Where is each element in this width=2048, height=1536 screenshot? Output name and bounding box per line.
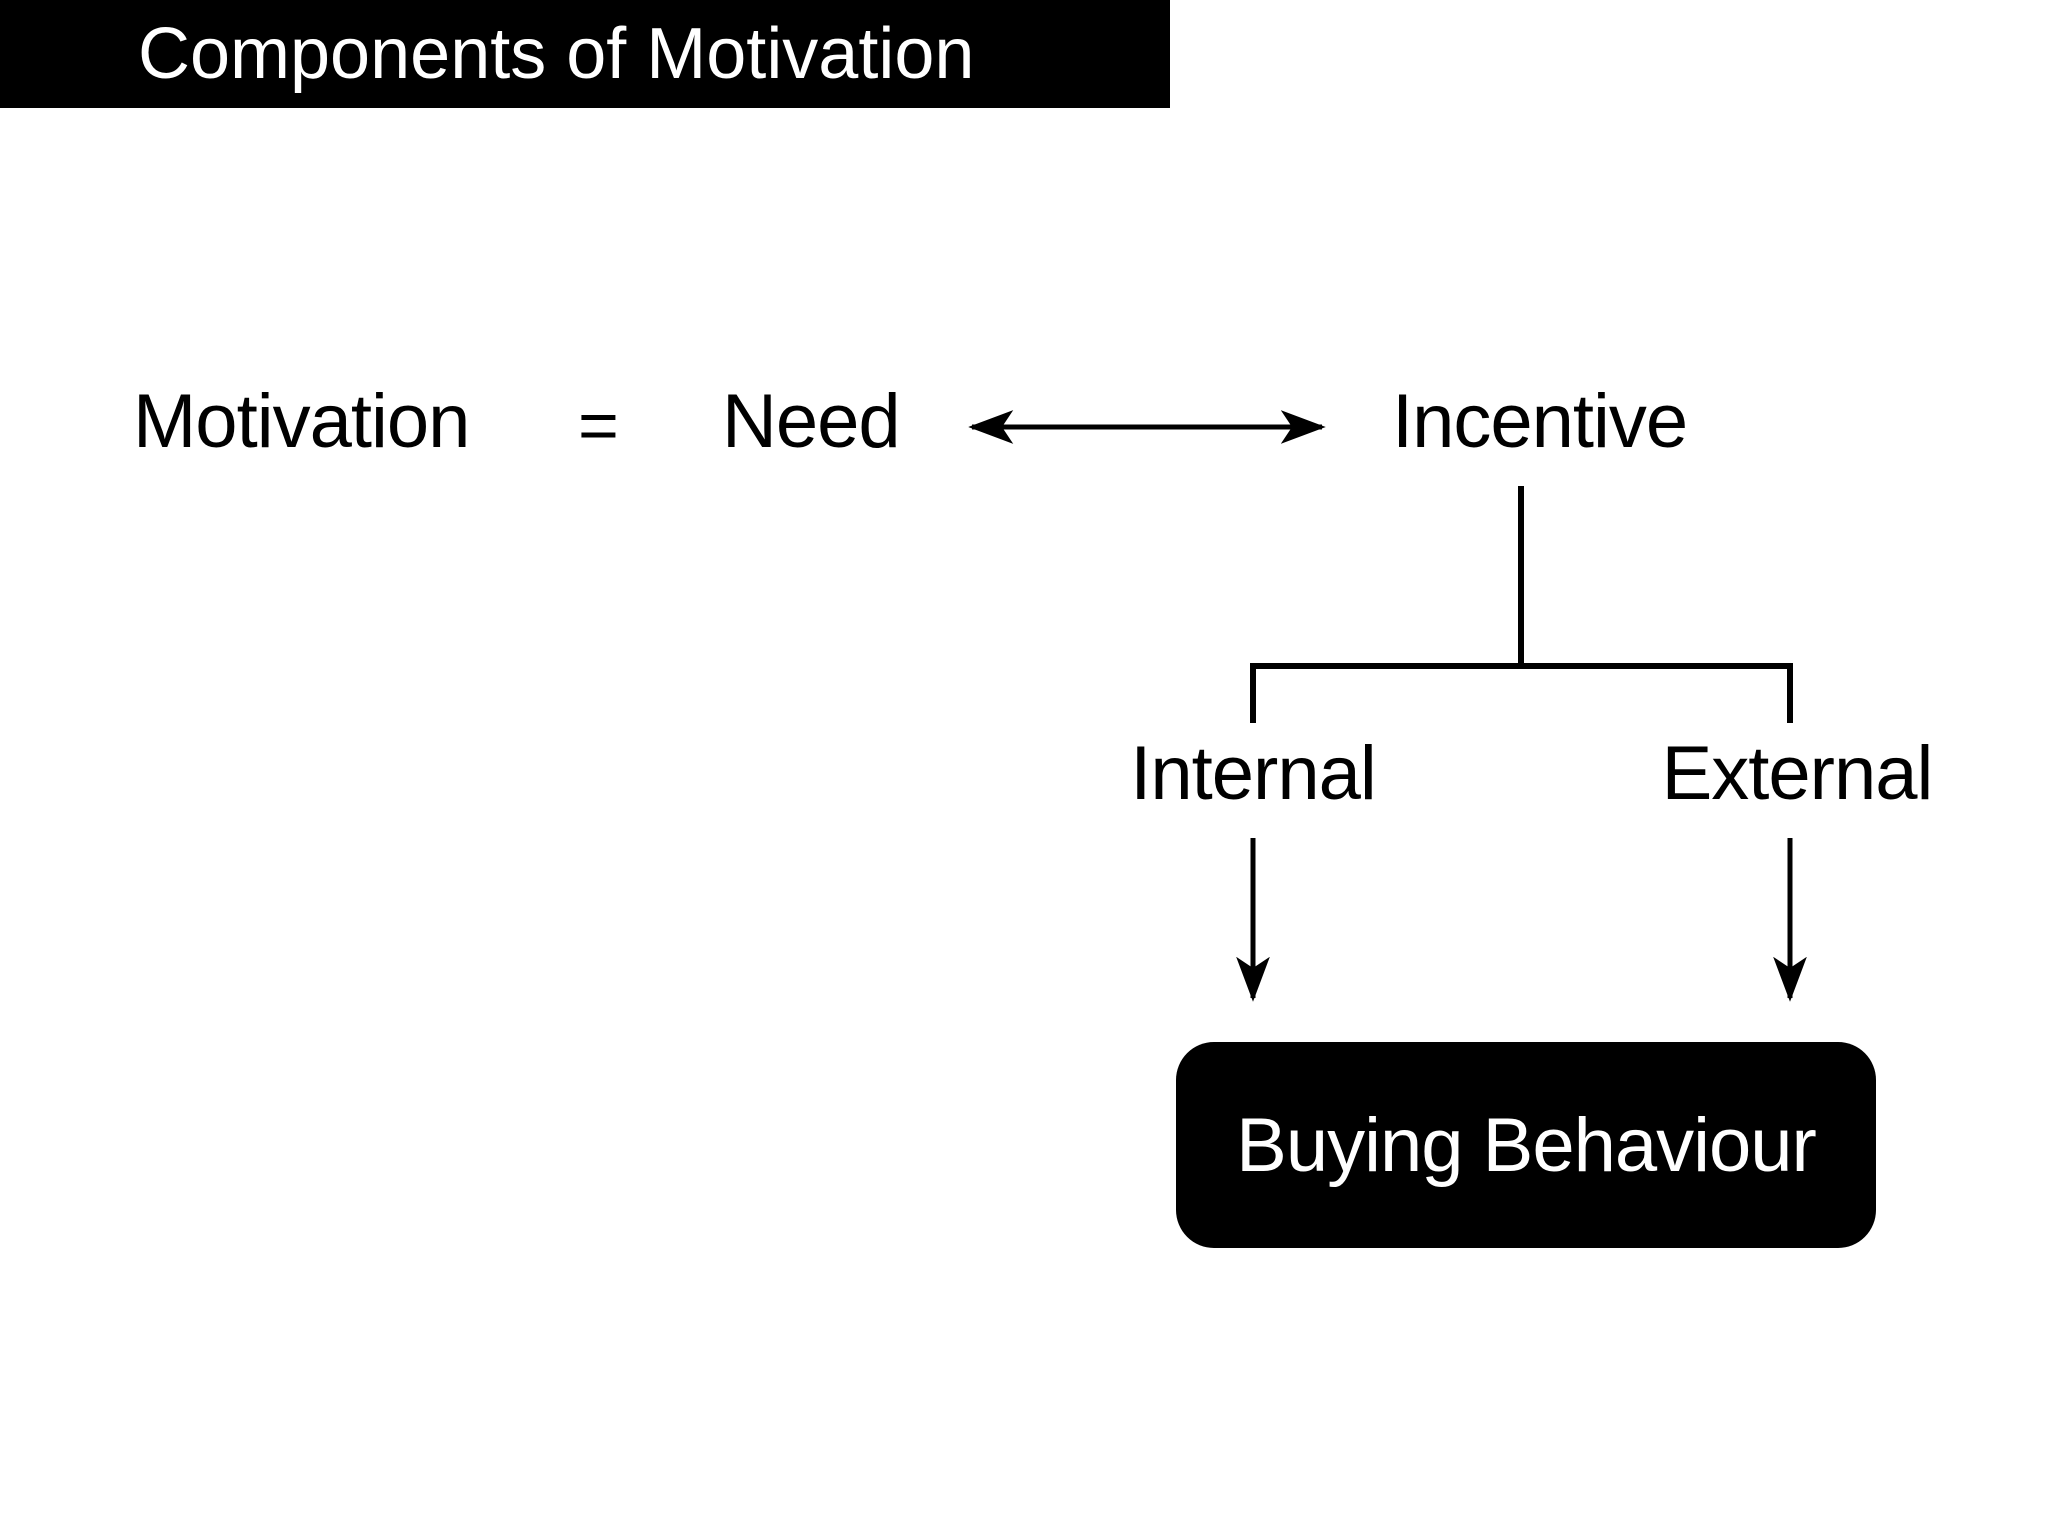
label-internal: Internal [1130, 731, 1376, 816]
equals-sign: = [578, 386, 619, 464]
branch-bracket [1250, 663, 1793, 723]
title-banner: Components of Motivation [0, 0, 1170, 108]
label-incentive: Incentive [1392, 379, 1688, 464]
label-external: External [1661, 731, 1934, 816]
page-title: Components of Motivation [138, 14, 975, 94]
buying-behaviour-label: Buying Behaviour [1236, 1102, 1817, 1188]
label-motivation: Motivation [133, 379, 470, 464]
buying-behaviour-box: Buying Behaviour [1176, 1042, 1876, 1248]
label-need: Need [722, 379, 901, 464]
